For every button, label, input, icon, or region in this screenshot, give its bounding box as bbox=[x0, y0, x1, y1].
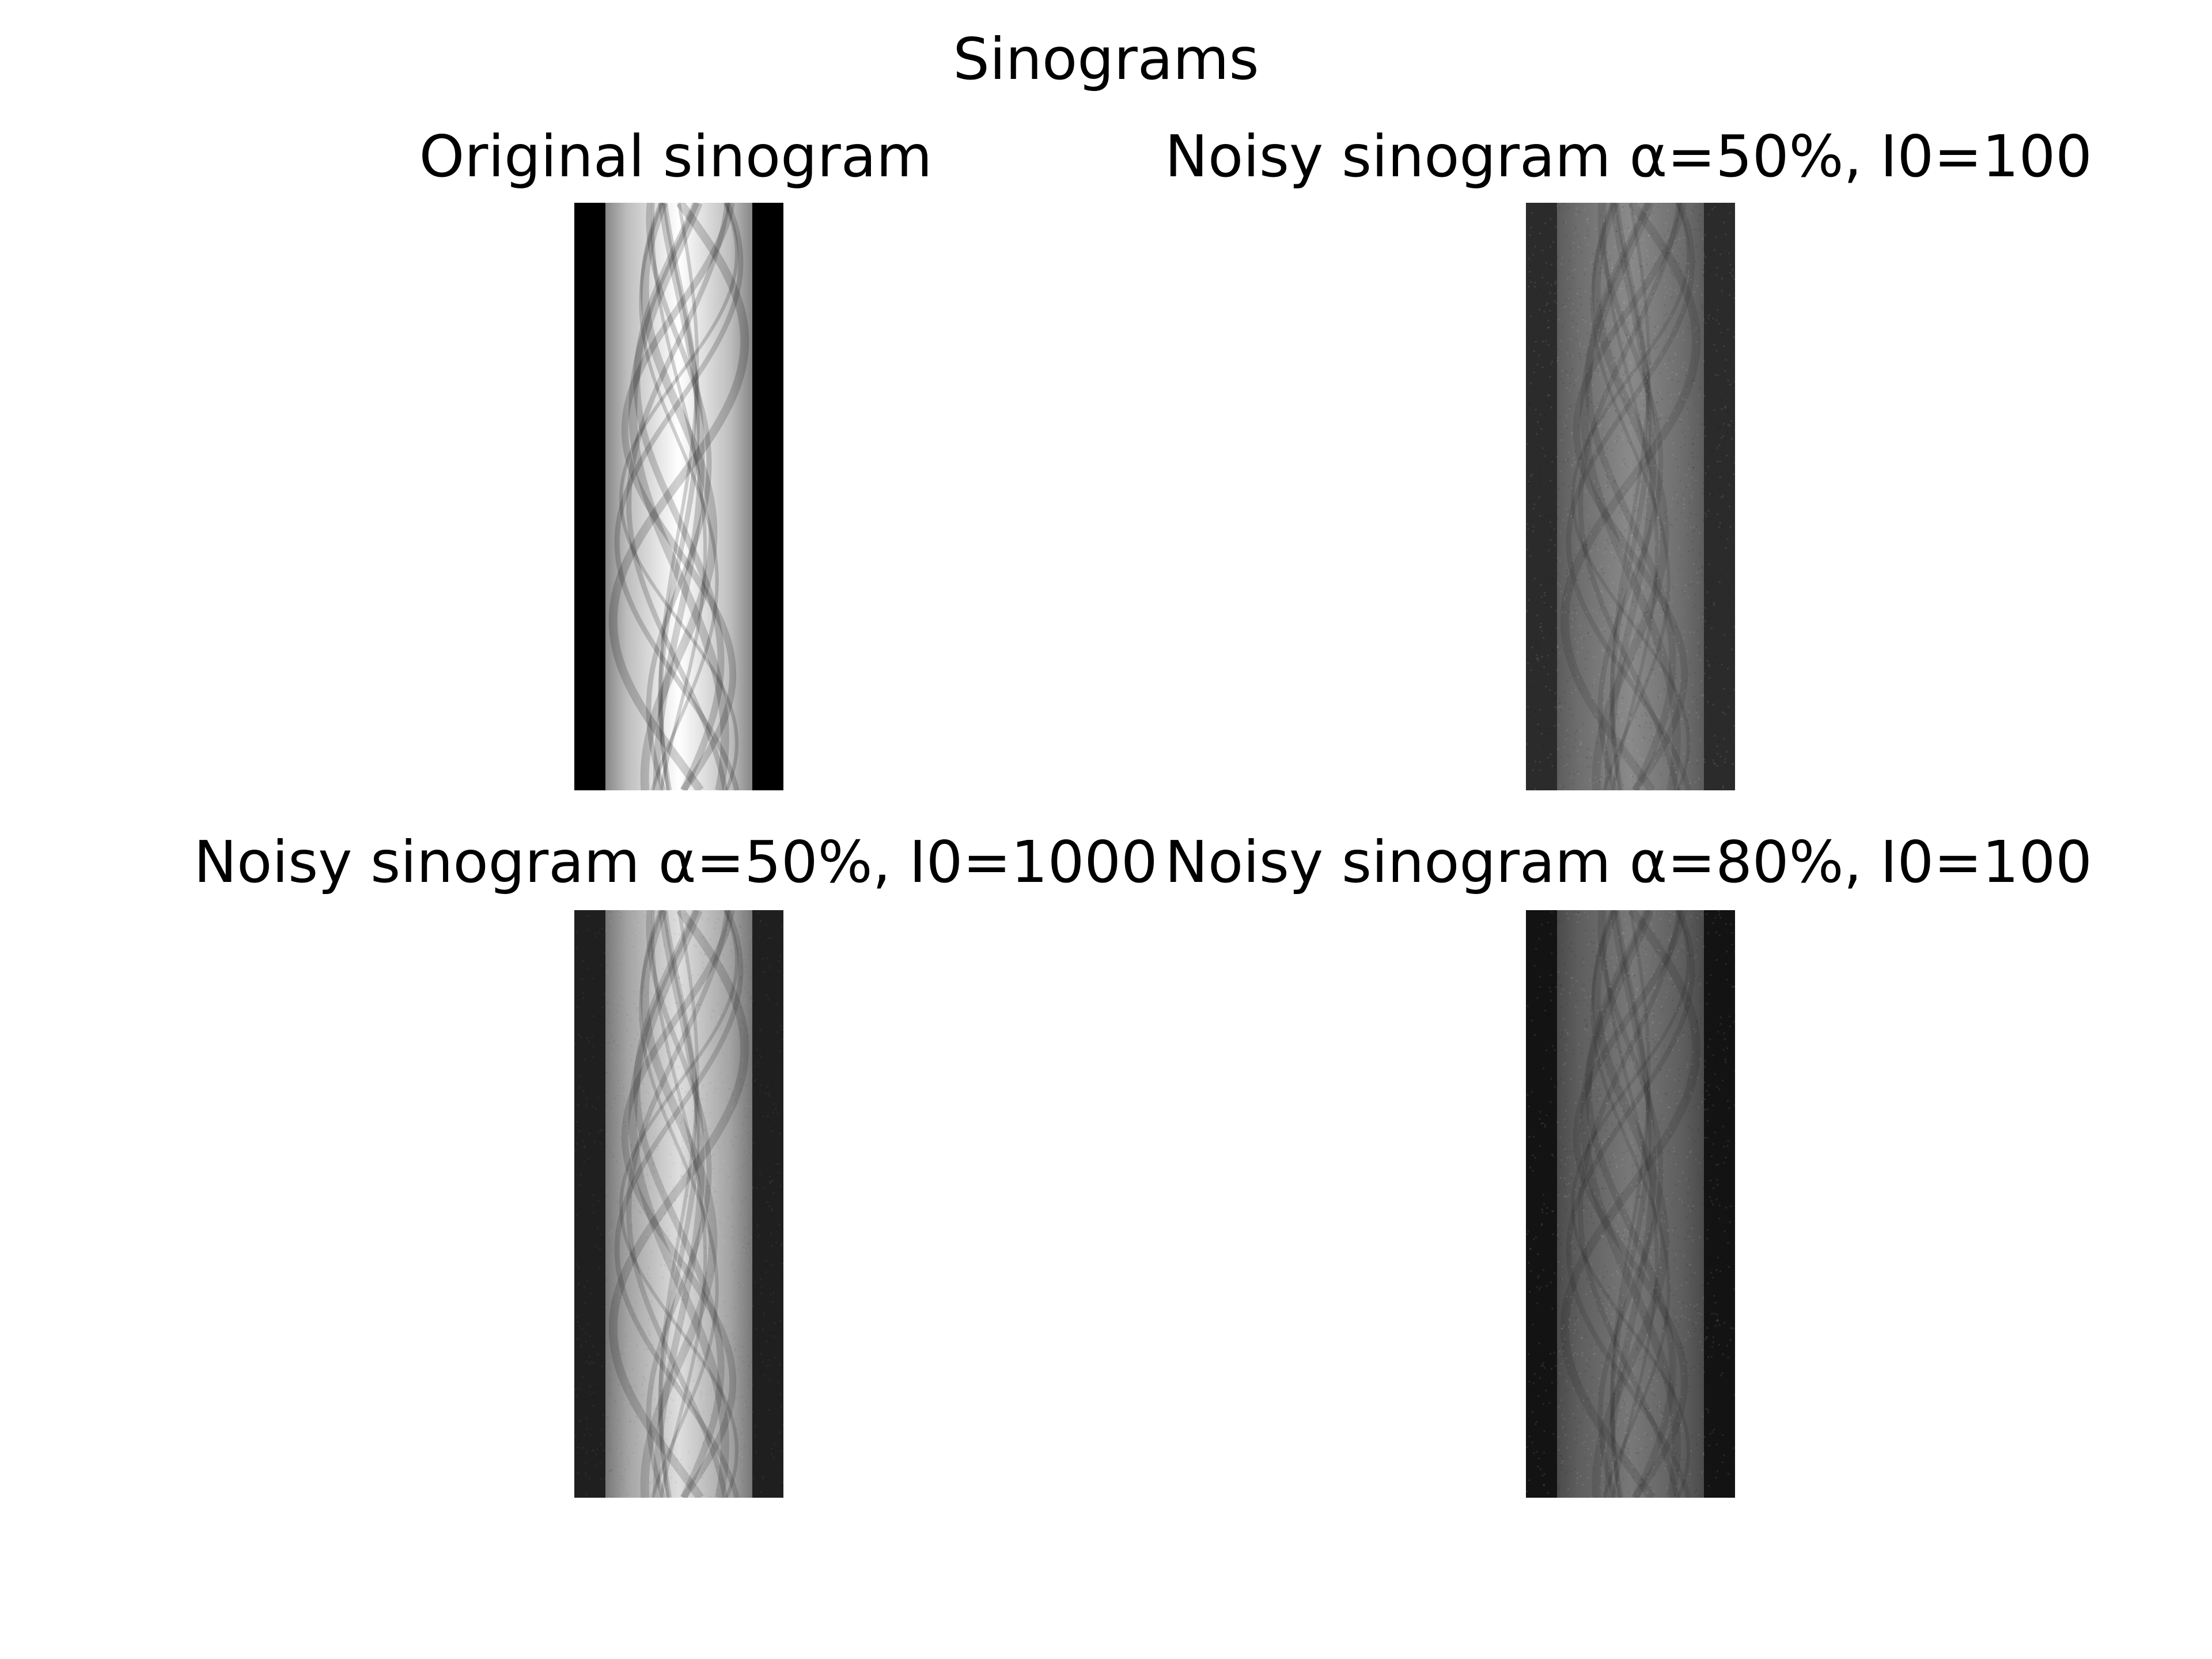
sinogram-noisy-80-100-image bbox=[1526, 910, 1735, 1498]
sinogram-noisy-80-100 bbox=[1526, 910, 1735, 1498]
panel-title-noisy-50-1000: Noisy sinogram α=50%, I0=1000 bbox=[194, 828, 1158, 896]
figure-title: Sinograms bbox=[953, 25, 1259, 93]
panel-title-original: Original sinogram bbox=[419, 123, 933, 190]
sinogram-noisy-50-100 bbox=[1526, 203, 1735, 790]
sinogram-original bbox=[574, 203, 783, 790]
sinogram-noisy-50-1000-image bbox=[574, 910, 783, 1498]
sinogram-original-image bbox=[574, 203, 783, 790]
panel-title-noisy-80-100: Noisy sinogram α=80%, I0=100 bbox=[1165, 828, 2092, 896]
sinogram-noisy-50-1000 bbox=[574, 910, 783, 1498]
panel-title-noisy-50-100: Noisy sinogram α=50%, I0=100 bbox=[1165, 123, 2092, 190]
sinogram-noisy-50-100-image bbox=[1526, 203, 1735, 790]
